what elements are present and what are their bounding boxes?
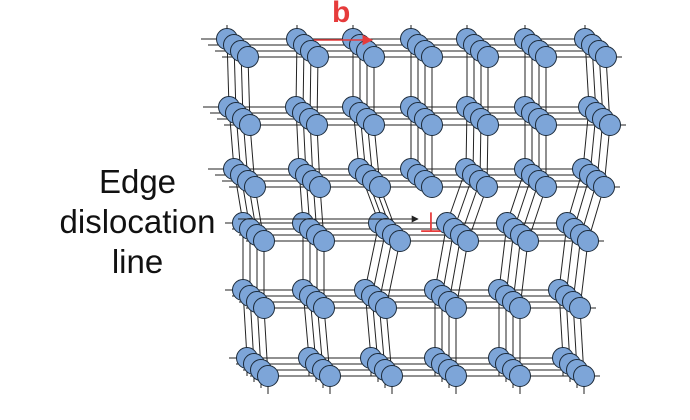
lattice-atom: [509, 365, 531, 387]
lattice-atom: [595, 46, 617, 68]
caption-line-3: line: [111, 243, 164, 280]
lattice-atom: [244, 176, 266, 198]
lattice-atom: [477, 114, 499, 136]
dislocation-symbol: ⊥: [419, 206, 443, 239]
lattice-atom: [535, 114, 557, 136]
lattice-atom: [477, 46, 499, 68]
lattice-atom: [307, 46, 329, 68]
lattice-atom: [309, 176, 331, 198]
lattice-atom: [381, 365, 403, 387]
annotations: ⊥: [238, 34, 443, 239]
lattice-atom: [599, 114, 621, 136]
lattice-atom: [239, 114, 261, 136]
lattice-atom: [253, 297, 275, 319]
burgers-vector-label: b: [332, 0, 351, 29]
lattice-atom: [313, 297, 335, 319]
lattice-atom: [593, 176, 615, 198]
lattice-atom: [389, 230, 411, 252]
lattice-atom: [363, 46, 385, 68]
caption-line-1: Edge: [98, 163, 177, 200]
lattice-atom: [476, 176, 498, 198]
lattice-atom: [375, 297, 397, 319]
lattice-atoms: [216, 28, 621, 387]
lattice-atom: [445, 365, 467, 387]
lattice-atom: [509, 297, 531, 319]
lattice-atom: [573, 365, 595, 387]
lattice-atom: [421, 176, 443, 198]
lattice-bonds: [201, 25, 626, 394]
lattice-atom: [457, 230, 479, 252]
lattice-atom: [421, 46, 443, 68]
caption-line-2: dislocation: [59, 203, 216, 240]
lattice-atom: [421, 114, 443, 136]
lattice-atom: [445, 297, 467, 319]
lattice-atom: [369, 176, 391, 198]
lattice-atom: [577, 230, 599, 252]
lattice-atom: [306, 114, 328, 136]
lattice-atom: [535, 46, 557, 68]
lattice-atom: [313, 230, 335, 252]
lattice-atom: [319, 365, 341, 387]
lattice-atom: [569, 297, 591, 319]
lattice-atom: [237, 46, 259, 68]
lattice-atom: [257, 365, 279, 387]
lattice-atom: [535, 176, 557, 198]
lattice-atom: [517, 230, 539, 252]
lattice-atom: [253, 230, 275, 252]
lattice-atom: [363, 114, 385, 136]
edge-dislocation-caption: Edge dislocation line: [40, 162, 235, 282]
